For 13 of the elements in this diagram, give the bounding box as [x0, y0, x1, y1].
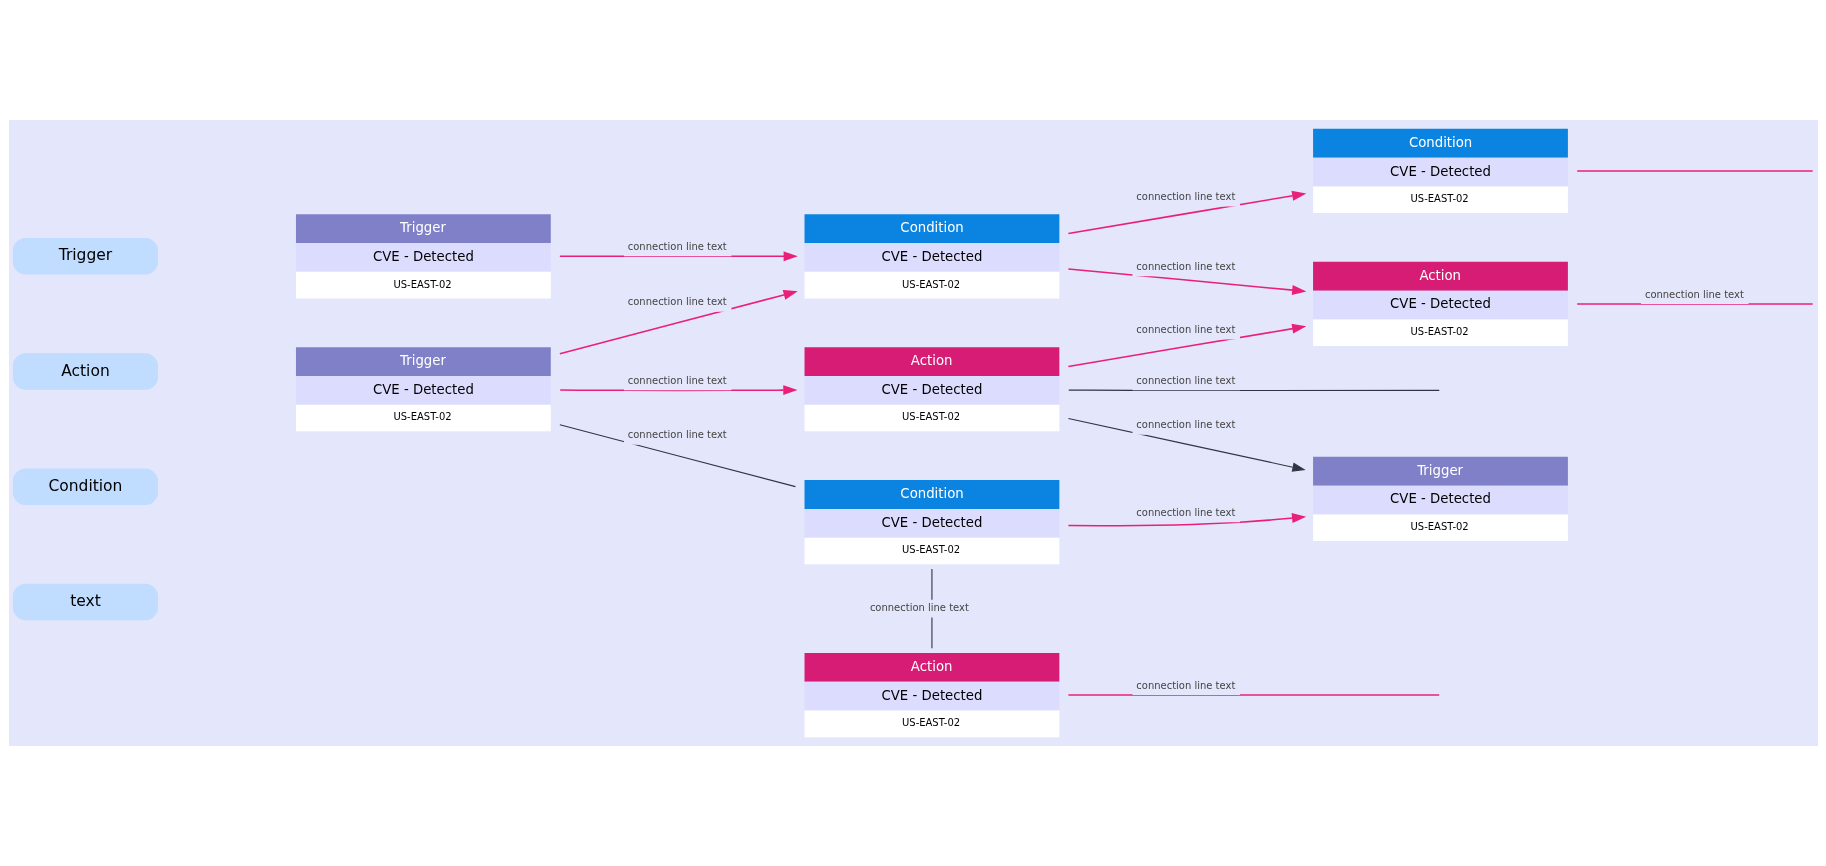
edge-label: connection line text: [1135, 506, 1235, 518]
edge-label: connection line text: [1135, 260, 1235, 272]
edge-label: connection line text: [627, 296, 727, 308]
edge-label: connection line text: [1135, 191, 1235, 202]
edge-label: connection line text: [627, 429, 727, 441]
edge-label: connection line text: [1135, 323, 1235, 335]
edge-label: connection line text: [1135, 419, 1235, 431]
edge-label: connection line text: [627, 240, 727, 252]
edge-label: connection line text: [869, 602, 969, 614]
edge-label: connection line text: [1644, 288, 1744, 300]
edge-label: connection line text: [1135, 679, 1235, 691]
edge-label: connection line text: [1135, 374, 1235, 386]
edge-label: connection line text: [627, 374, 727, 386]
